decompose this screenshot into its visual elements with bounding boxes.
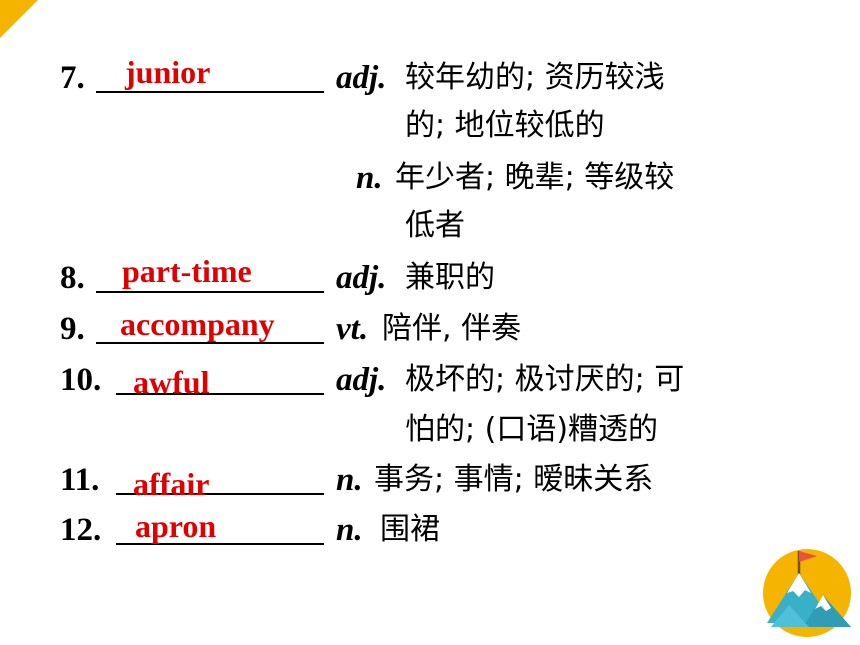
definition: 陪伴, 伴奏 xyxy=(382,311,522,346)
answer-text: junior xyxy=(125,54,211,90)
definition: 极坏的; 极讨厌的; 可 xyxy=(405,362,685,397)
definition: 的; 地位较低的 xyxy=(405,108,605,143)
part-of-speech: n. xyxy=(356,160,383,196)
mountain-flag-icon xyxy=(763,549,851,637)
definition: 事务; 事情; 暧昧关系 xyxy=(374,462,654,497)
part-of-speech: n. xyxy=(336,462,363,498)
answer-blank xyxy=(116,510,324,545)
answer-text: affair xyxy=(133,466,210,502)
part-of-speech: adj. xyxy=(336,60,387,96)
answer-blank xyxy=(96,58,324,93)
item-number: 10. xyxy=(60,362,102,398)
definition: 兼职的 xyxy=(405,260,495,295)
definition: 较年幼的; 资历较浅 xyxy=(405,60,665,95)
answer-blank xyxy=(116,460,324,495)
answer-blank xyxy=(96,309,324,344)
part-of-speech: n. xyxy=(336,512,363,548)
item-number: 9. xyxy=(60,311,85,347)
item-number: 7. xyxy=(60,60,85,96)
answer-blank xyxy=(116,360,324,395)
answer-text: accompany xyxy=(120,306,275,342)
definition: 怕的; (口语)糟透的 xyxy=(405,412,659,447)
item-number: 8. xyxy=(60,260,85,296)
definition: 围裙 xyxy=(380,512,440,547)
part-of-speech: vt. xyxy=(336,311,369,347)
answer-blank xyxy=(96,258,324,293)
definition: 年少者; 晚辈; 等级较 xyxy=(395,160,675,195)
corner-decoration xyxy=(0,0,38,38)
answer-text: awful xyxy=(133,364,210,400)
answer-text: part-time xyxy=(122,253,252,289)
definition: 低者 xyxy=(405,208,465,243)
part-of-speech: adj. xyxy=(336,362,387,398)
answer-text: apron xyxy=(135,508,217,544)
item-number: 12. xyxy=(60,512,102,548)
part-of-speech: adj. xyxy=(336,260,387,296)
item-number: 11. xyxy=(60,462,100,498)
